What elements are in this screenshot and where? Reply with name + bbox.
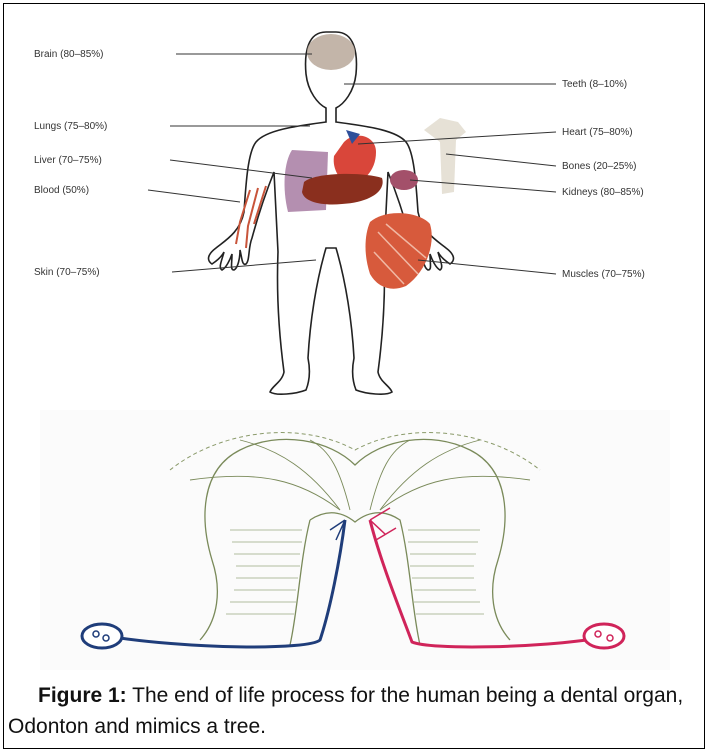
tooth-figure-background <box>40 410 670 670</box>
caption-label: Figure 1: <box>38 684 127 707</box>
human-body-figure: Brain (80–85%) Lungs (75–80%) Liver (70–… <box>26 12 686 404</box>
figure-caption: Figure 1: The end of life process for th… <box>8 680 702 742</box>
label-heart: Heart (75–80%) <box>562 127 633 138</box>
figure-frame: Brain (80–85%) Lungs (75–80%) Liver (70–… <box>3 3 705 749</box>
body-outline <box>209 32 454 394</box>
label-muscles: Muscles (70–75%) <box>562 269 645 280</box>
label-liver: Liver (70–75%) <box>34 155 102 166</box>
label-kidneys: Kidneys (80–85%) <box>562 187 644 198</box>
brain-shape <box>307 34 355 70</box>
label-brain: Brain (80–85%) <box>34 49 103 60</box>
blue-nerve-bundle <box>82 624 122 648</box>
human-body-illustration: Brain (80–85%) Lungs (75–80%) Liver (70–… <box>26 12 686 404</box>
label-lungs: Lungs (75–80%) <box>34 121 107 132</box>
label-skin: Skin (70–75%) <box>34 267 100 278</box>
label-bones: Bones (20–25%) <box>562 161 637 172</box>
tooth-innervation-illustration <box>40 410 670 670</box>
red-nerve-bundle <box>584 624 624 648</box>
label-teeth: Teeth (8–10%) <box>562 79 627 90</box>
tooth-figure <box>40 410 670 670</box>
liver-shape <box>302 174 383 205</box>
label-blood: Blood (50%) <box>34 185 89 196</box>
